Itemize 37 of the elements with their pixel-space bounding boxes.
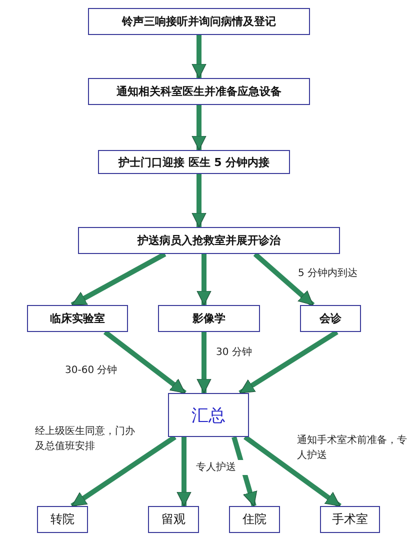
- arrow: [70, 252, 166, 308]
- process-box: [148, 506, 199, 533]
- arrow: [232, 436, 258, 507]
- box-text: 影像学: [192, 311, 226, 326]
- summary-box: [168, 393, 249, 437]
- box-text: 铃声三响接听并询问病情及登记: [122, 14, 276, 29]
- process-box: [88, 8, 310, 35]
- process-box: [229, 506, 280, 533]
- arrow: [238, 330, 338, 396]
- arrow: [192, 105, 206, 150]
- box-text: 住院: [242, 511, 266, 528]
- box-text: 通知相关科室医生并准备应急设备: [116, 84, 282, 99]
- arrow: [196, 332, 212, 394]
- arrow: [253, 252, 315, 307]
- arrow: [176, 437, 192, 506]
- box-text: 留观: [162, 511, 186, 528]
- process-box: [88, 78, 310, 105]
- arrow: [70, 434, 176, 508]
- process-box: [158, 305, 260, 332]
- box-text: 临床实验室: [50, 311, 105, 326]
- arrow: [196, 254, 212, 306]
- box-text: 汇总: [192, 404, 226, 426]
- arrow: [192, 35, 206, 78]
- process-box: [78, 227, 340, 254]
- box-text: 护送病员入抢救室并展开诊治: [138, 233, 280, 248]
- process-box: [27, 305, 128, 332]
- arrow: [244, 434, 342, 508]
- arrow: [103, 330, 187, 395]
- process-box: [37, 506, 88, 533]
- box-text: 会诊: [320, 311, 342, 326]
- process-box: [300, 305, 361, 332]
- box-text: 护士门口迎接 医生 5 分钟内接: [118, 154, 270, 170]
- box-text: 手术室: [332, 511, 368, 528]
- process-box: [320, 506, 380, 533]
- process-box: [98, 150, 290, 174]
- arrow: [192, 174, 206, 228]
- box-text: 转院: [50, 511, 74, 528]
